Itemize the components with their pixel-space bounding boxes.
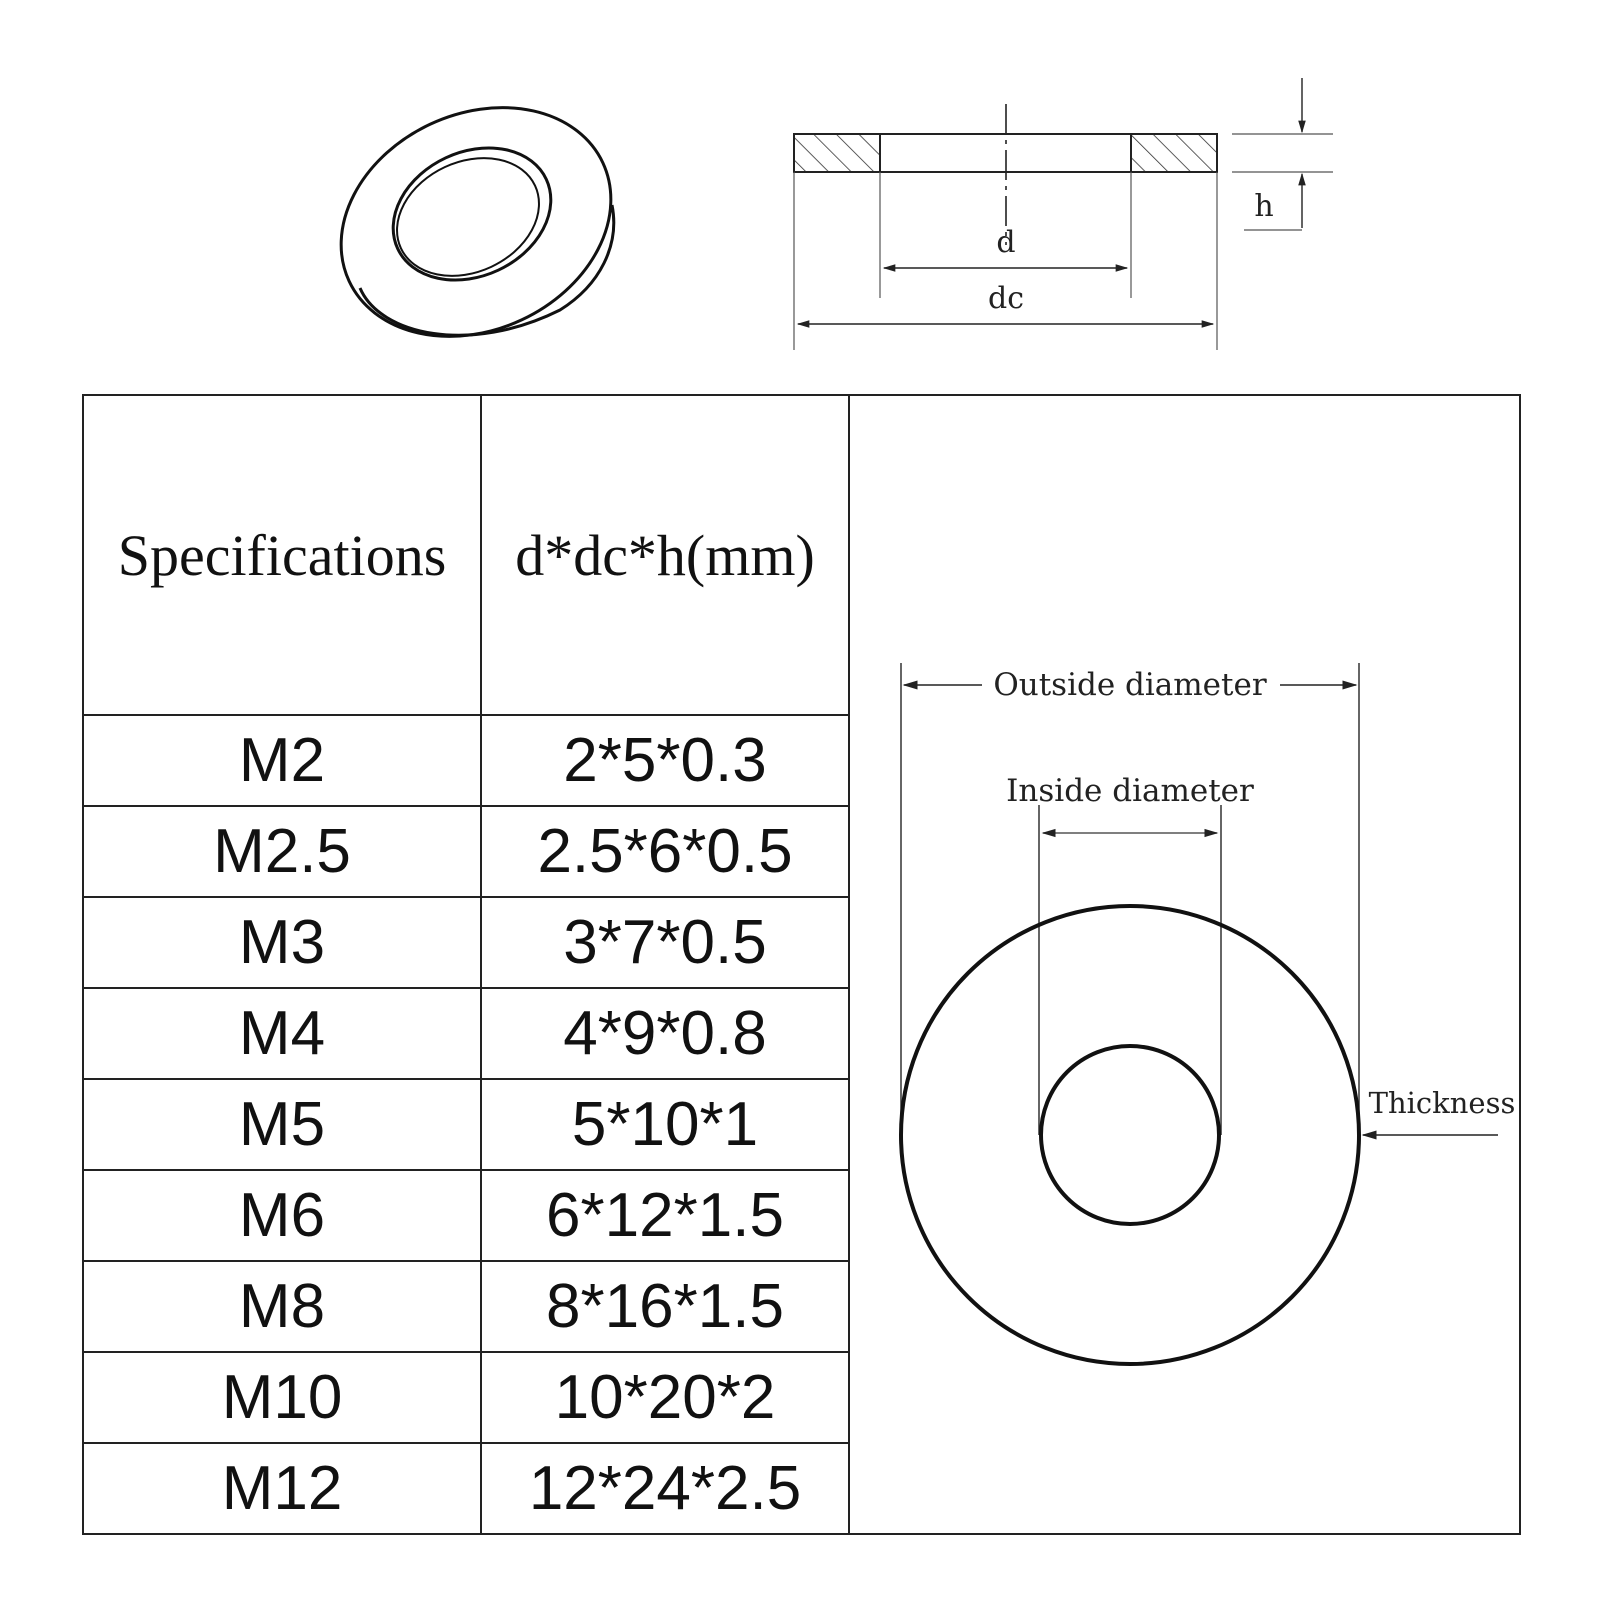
label-h: h — [1254, 189, 1273, 224]
table-row: M10 10*20*2 — [82, 1351, 1520, 1444]
dims-cell: 12*24*2.5 — [480, 1442, 850, 1535]
table-row: M4 4*9*0.8 — [82, 987, 1520, 1080]
table-header-row: Specifications d*dc*h(mm) Outside — [82, 394, 1521, 1535]
inside-diameter-label: Inside diameter — [1006, 773, 1254, 809]
table-row: M2.5 2.5*6*0.5 — [82, 805, 1520, 898]
table-row: M2 2*5*0.3 — [82, 714, 1520, 807]
table-row: M12 12*24*2.5 — [82, 1442, 1520, 1535]
spec-table: Specifications d*dc*h(mm) Outside — [82, 394, 1521, 1535]
dims-cell: 8*16*1.5 — [480, 1260, 850, 1353]
table-row: M5 5*10*1 — [82, 1078, 1520, 1171]
washer-top-view: Outside diameter Inside diameter Thickne… — [899, 662, 1516, 1366]
dims-cell: 2.5*6*0.5 — [480, 805, 850, 898]
thickness-label: Thickness — [1369, 1086, 1516, 1120]
spec-cell: M8 — [82, 1260, 482, 1353]
spec-cell: M2.5 — [82, 805, 482, 898]
table-row: M3 3*7*0.5 — [82, 896, 1520, 989]
inner-circle — [1039, 1043, 1221, 1226]
outside-diameter-label: Outside diameter — [993, 667, 1266, 703]
spec-cell: M4 — [82, 987, 482, 1080]
spec-cell: M12 — [82, 1442, 482, 1535]
dims-cell: 3*7*0.5 — [480, 896, 850, 989]
table-row: M8 8*16*1.5 — [82, 1260, 1520, 1353]
spec-cell: M3 — [82, 896, 482, 989]
dims-cell: 4*9*0.8 — [480, 987, 850, 1080]
spec-cell: M2 — [82, 714, 482, 807]
dims-cell: 2*5*0.3 — [480, 714, 850, 807]
dims-cell: 6*12*1.5 — [480, 1169, 850, 1262]
section-hatch-left — [793, 133, 881, 173]
outer-circle — [899, 903, 1361, 1366]
dims-cell: 10*20*2 — [480, 1351, 850, 1444]
table-row: M6 6*12*1.5 — [82, 1169, 1520, 1262]
section-hatch-right — [1130, 133, 1218, 173]
label-d: d — [996, 225, 1015, 260]
label-dc: dc — [988, 281, 1024, 316]
washer-cross-section: d dc h — [793, 78, 1333, 350]
spec-cell: M10 — [82, 1351, 482, 1444]
top-view-cell: Outside diameter Inside diameter Thickne… — [848, 394, 1521, 1535]
washer-perspective-sketch — [339, 106, 616, 338]
header-dimensions: d*dc*h(mm) — [480, 394, 850, 716]
spec-cell: M6 — [82, 1169, 482, 1262]
header-specifications: Specifications — [82, 394, 482, 716]
dims-cell: 5*10*1 — [480, 1078, 850, 1171]
spec-cell: M5 — [82, 1078, 482, 1171]
